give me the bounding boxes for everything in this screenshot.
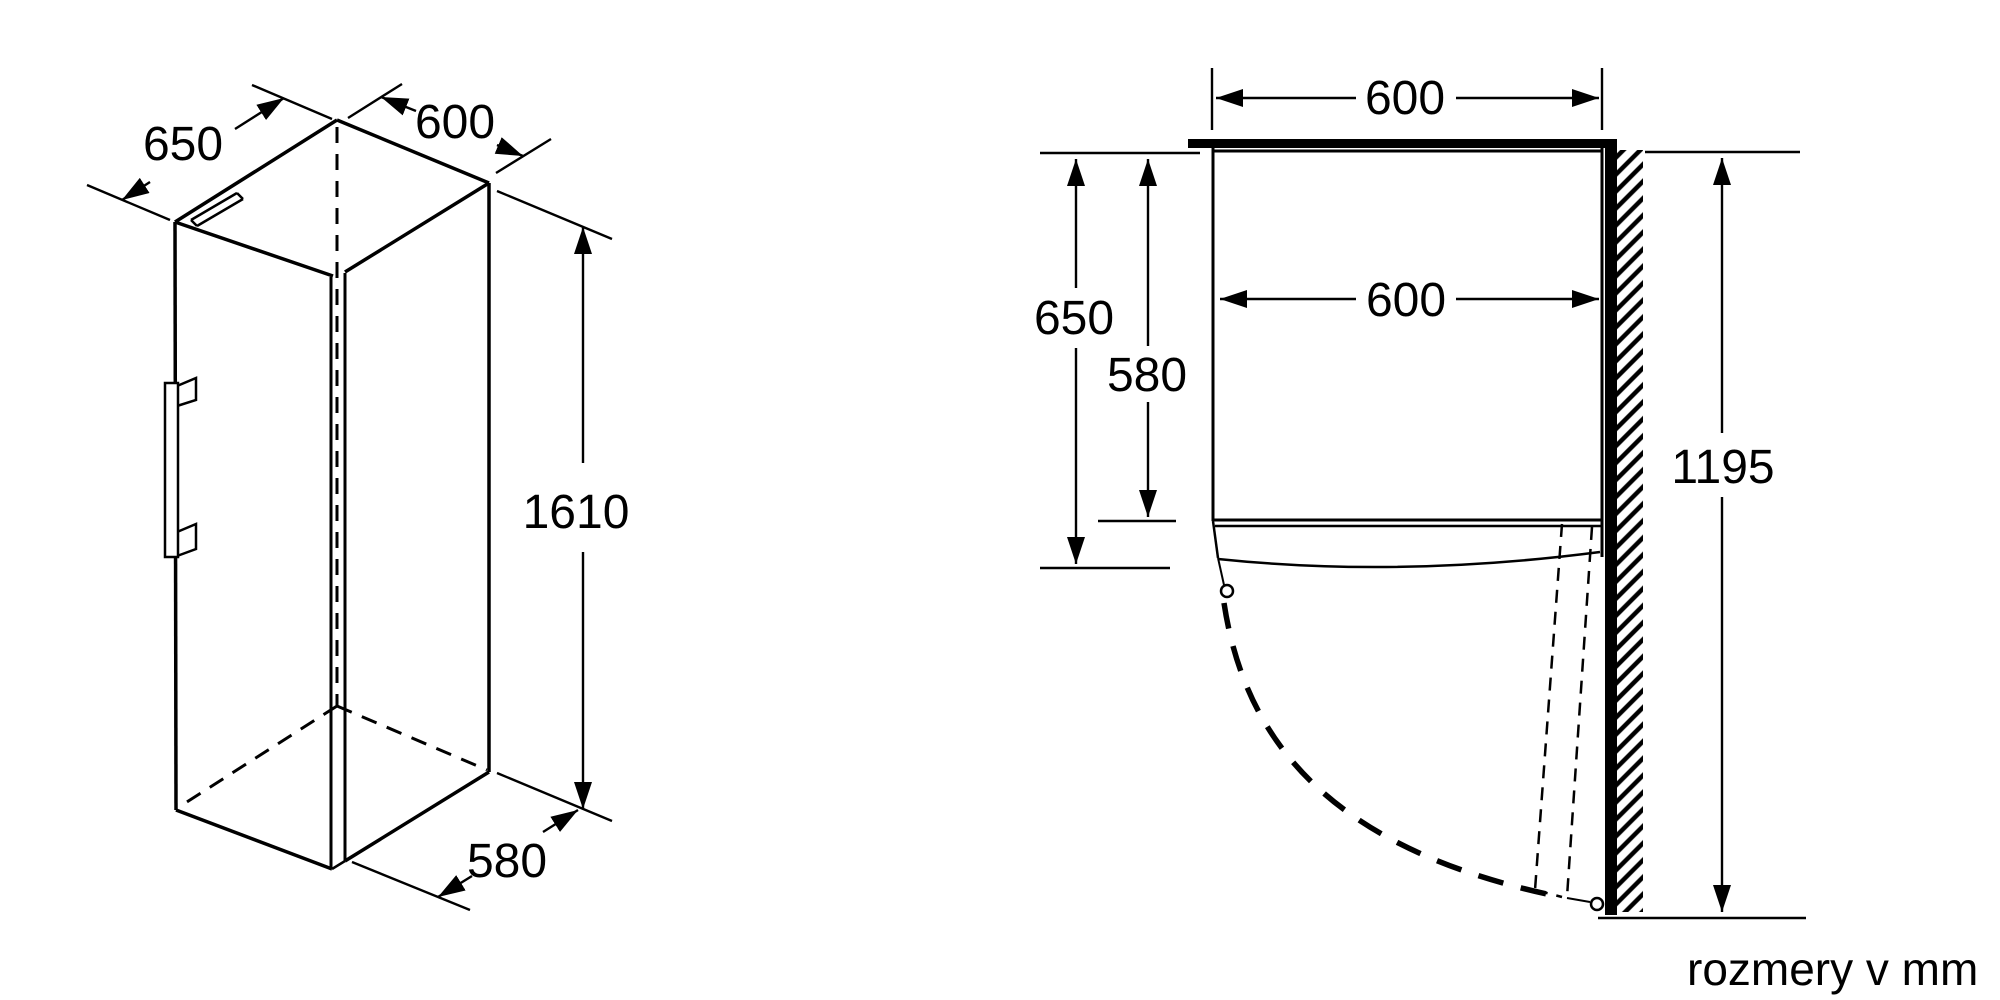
dim-width-600: 600 [347,82,552,175]
door-front-edge [329,273,347,868]
wall [1605,139,1617,915]
dim-body-depth-580: 580 [1098,159,1187,523]
handle-knob-open [1589,896,1605,912]
dim-inner-width-600: 600 [1220,274,1599,327]
dim-label-1195: 1195 [1671,441,1774,494]
dim-label-650-left: 650 [143,118,223,171]
door-handle [163,191,244,559]
dim-label-580-right: 580 [1107,349,1187,402]
dim-total-depth-650: 650 [1034,151,1200,570]
isometric-view: 650 600 1610 580 [86,82,630,912]
dim-label-600-left: 600 [415,96,495,149]
dim-label-580-left: 580 [467,835,547,888]
dim-height-1610: 1610 [496,189,630,823]
dim-label-600-top: 600 [1365,72,1445,125]
dim-base-580: 580 [351,808,579,912]
handle-knob-closed [1219,583,1235,599]
door-swing-arc [1221,602,1557,899]
dim-label-600-inner: 600 [1366,274,1446,327]
dim-top-width-600: 600 [1210,68,1604,130]
dim-clearance-1195: 1195 [1598,150,1806,920]
door-open-dashed [1533,523,1605,912]
cabinet-body [1211,148,1604,557]
door-closed [1211,520,1601,599]
wall-hatching [1617,150,1643,912]
top-view: 600 600 650 580 1195 [1034,68,1806,920]
dim-label-1610: 1610 [523,486,630,539]
worktop-bar [1188,139,1617,148]
hidden-edges [178,127,488,809]
dim-label-650-right: 650 [1034,292,1114,345]
units-note: rozmery v mm [1687,943,1978,995]
dim-depth-650: 650 [86,83,333,222]
